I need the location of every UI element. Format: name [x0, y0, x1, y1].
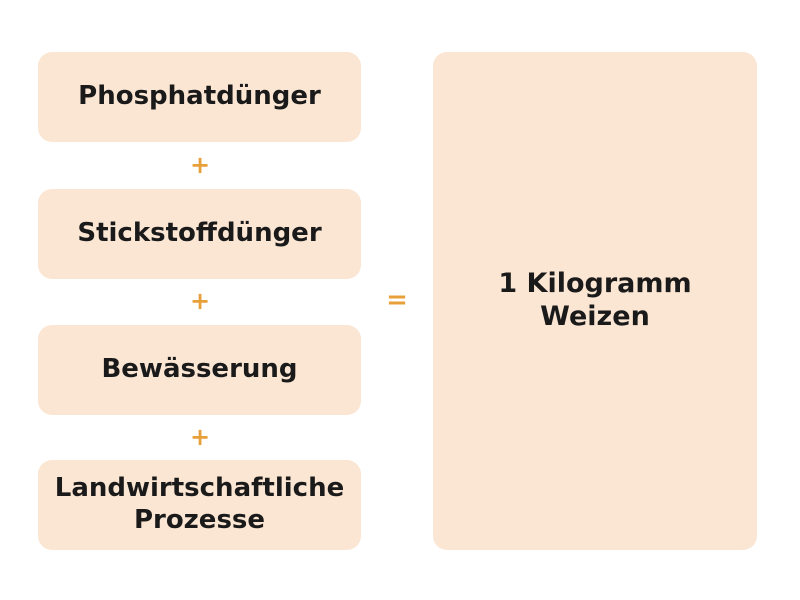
input-label-phosphate-fertilizer: Phosphatdünger	[78, 81, 321, 112]
plus-sign: +	[189, 151, 211, 179]
input-box-agricultural-processes: Landwirtschaftliche Prozesse	[38, 460, 361, 550]
input-label-irrigation: Bewässerung	[101, 354, 298, 385]
input-box-phosphate-fertilizer: Phosphatdünger	[38, 52, 361, 142]
input-box-nitrogen-fertilizer: Stickstoffdünger	[38, 189, 361, 279]
plus-sign: +	[189, 423, 211, 451]
input-box-irrigation: Bewässerung	[38, 325, 361, 415]
equals-sign: =	[386, 285, 408, 315]
result-box-wheat: 1 Kilogramm Weizen	[433, 52, 757, 550]
result-label-wheat: 1 Kilogramm Weizen	[498, 268, 692, 332]
input-label-agricultural-processes: Landwirtschaftliche Prozesse	[54, 473, 345, 535]
plus-sign: +	[189, 287, 211, 315]
input-label-nitrogen-fertilizer: Stickstoffdünger	[77, 218, 322, 249]
